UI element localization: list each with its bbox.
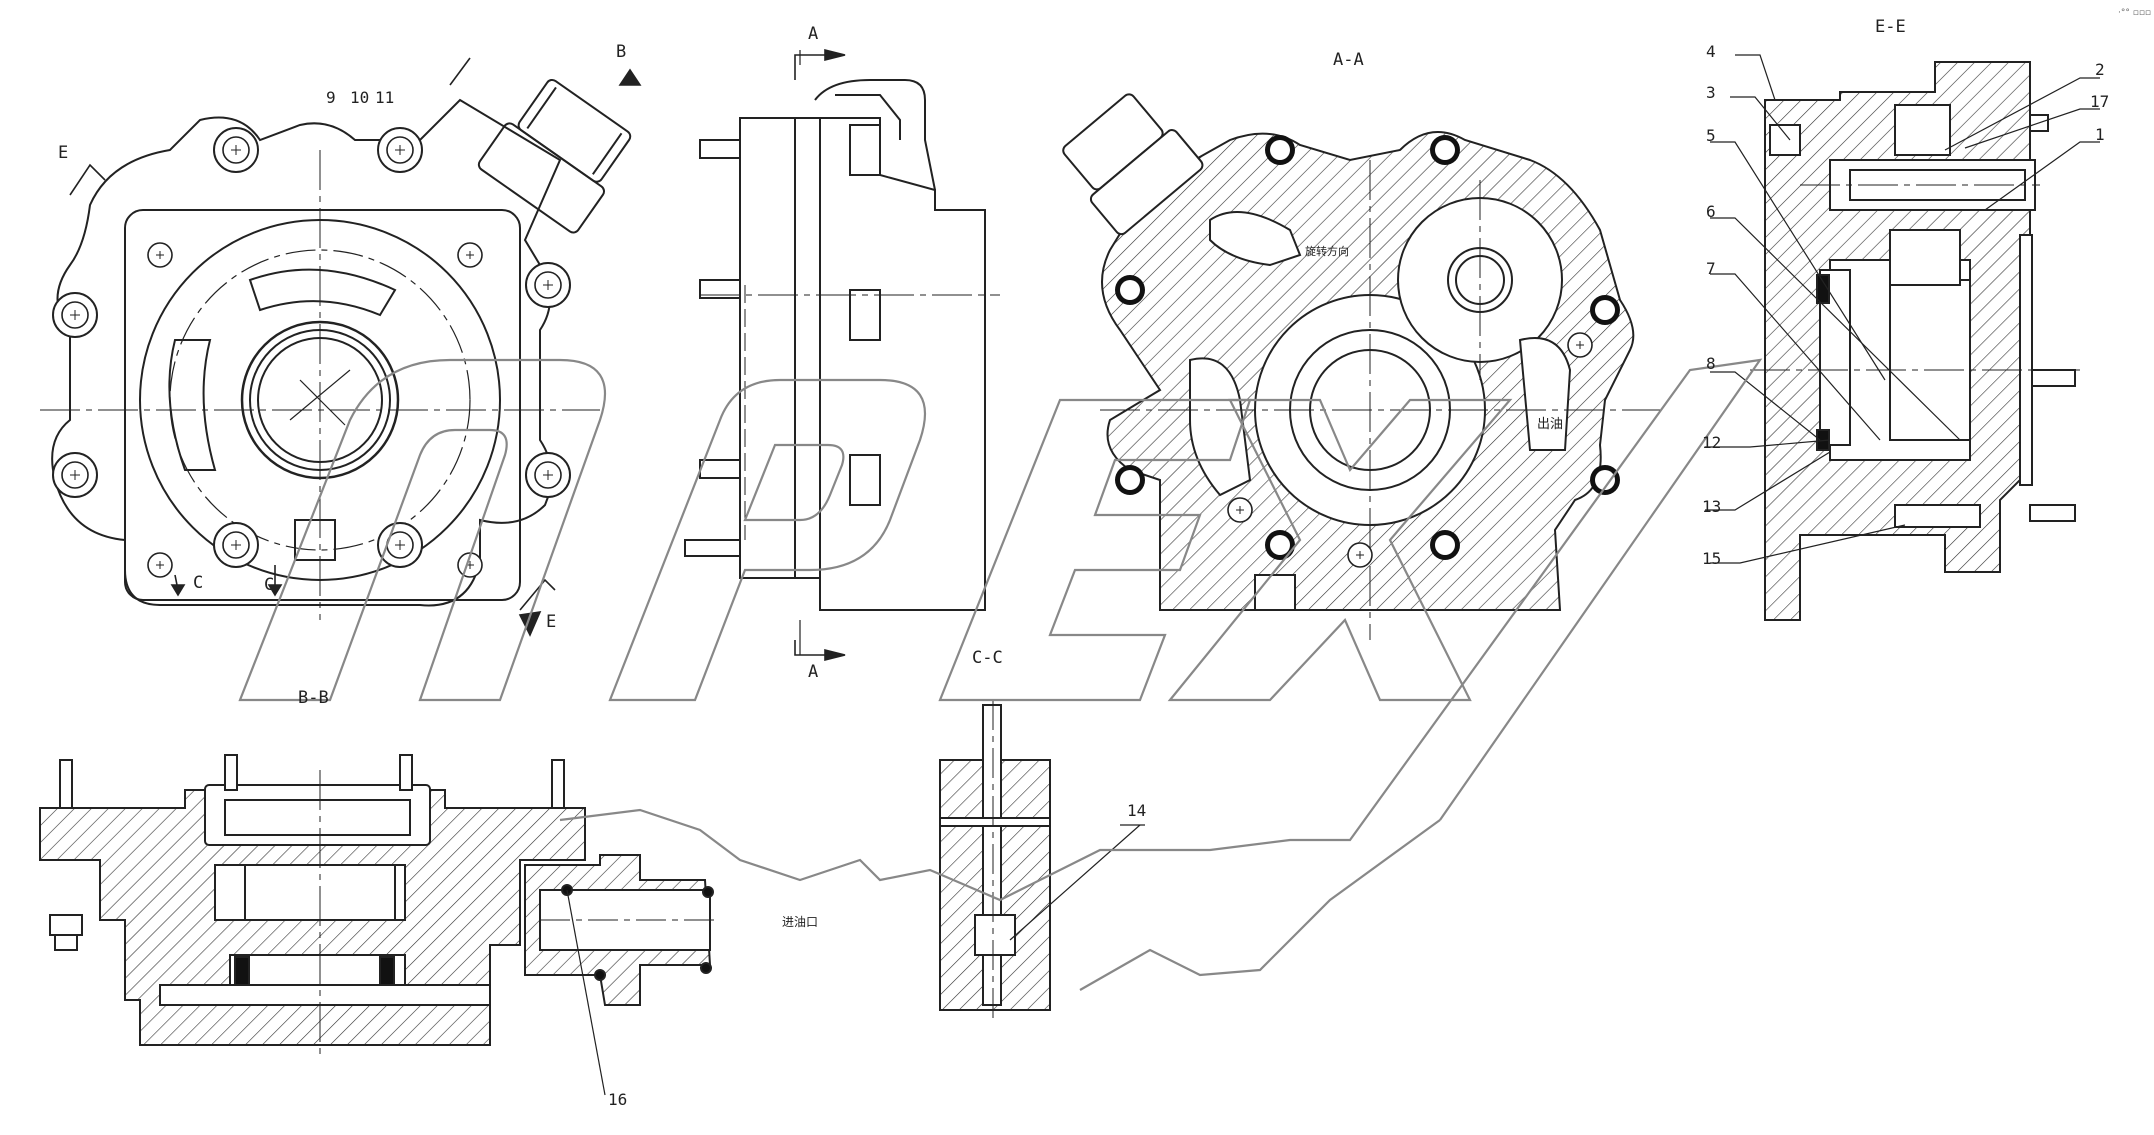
part-number-12: 12	[1702, 433, 1722, 452]
cut-marker-c-left: C	[193, 573, 204, 593]
front-view	[40, 78, 632, 620]
part-number-11: 11	[375, 88, 395, 107]
corner-mark: ·°° ▫▫▫	[2118, 8, 2152, 18]
section-label-ee: E-E	[1875, 17, 1906, 37]
cut-marker-e-bottom: E	[546, 612, 557, 632]
outlet-note: 出油	[1537, 417, 1564, 432]
rotation-direction-note: 旋转方向	[1305, 245, 1349, 258]
part-number-16: 16	[608, 1090, 628, 1109]
side-view	[684, 50, 1000, 655]
part-number-10: 10	[350, 88, 370, 107]
part-number-5: 5	[1706, 126, 1716, 145]
part-number-1: 1	[2095, 125, 2105, 144]
part-number-13: 13	[1702, 497, 1722, 516]
cut-marker-c-right: C	[264, 575, 275, 595]
part-number-14: 14	[1127, 801, 1147, 820]
cut-marker-b: B	[616, 42, 627, 62]
section-bb	[39, 754, 720, 1096]
part-number-6: 6	[1706, 202, 1716, 221]
part-number-3: 3	[1706, 83, 1716, 102]
section-label-cc: C-C	[972, 648, 1003, 668]
cut-marker-a-bottom: A	[808, 662, 819, 682]
part-number-17: 17	[2090, 92, 2110, 111]
part-number-2: 2	[2095, 60, 2105, 79]
section-ee-leaders	[1705, 54, 2100, 564]
cut-marker-e-top: E	[58, 143, 69, 163]
part-number-8: 8	[1706, 354, 1716, 373]
part-number-9: 9	[326, 88, 336, 107]
watermark-logo	[238, 358, 1763, 991]
section-label-aa: A-A	[1333, 50, 1364, 70]
part-number-4: 4	[1706, 42, 1716, 61]
section-label-bb: B-B	[298, 688, 329, 708]
part-number-7: 7	[1706, 259, 1716, 278]
cut-marker-a-top: A	[808, 24, 819, 44]
cut-marker-a	[794, 48, 846, 662]
front-view-bolts	[52, 127, 571, 578]
section-aa	[1062, 93, 1660, 640]
section-ee	[1750, 61, 2080, 621]
inlet-note: 进油口	[782, 915, 819, 929]
part-number-15: 15	[1702, 549, 1722, 568]
section-cc	[939, 700, 1145, 1020]
